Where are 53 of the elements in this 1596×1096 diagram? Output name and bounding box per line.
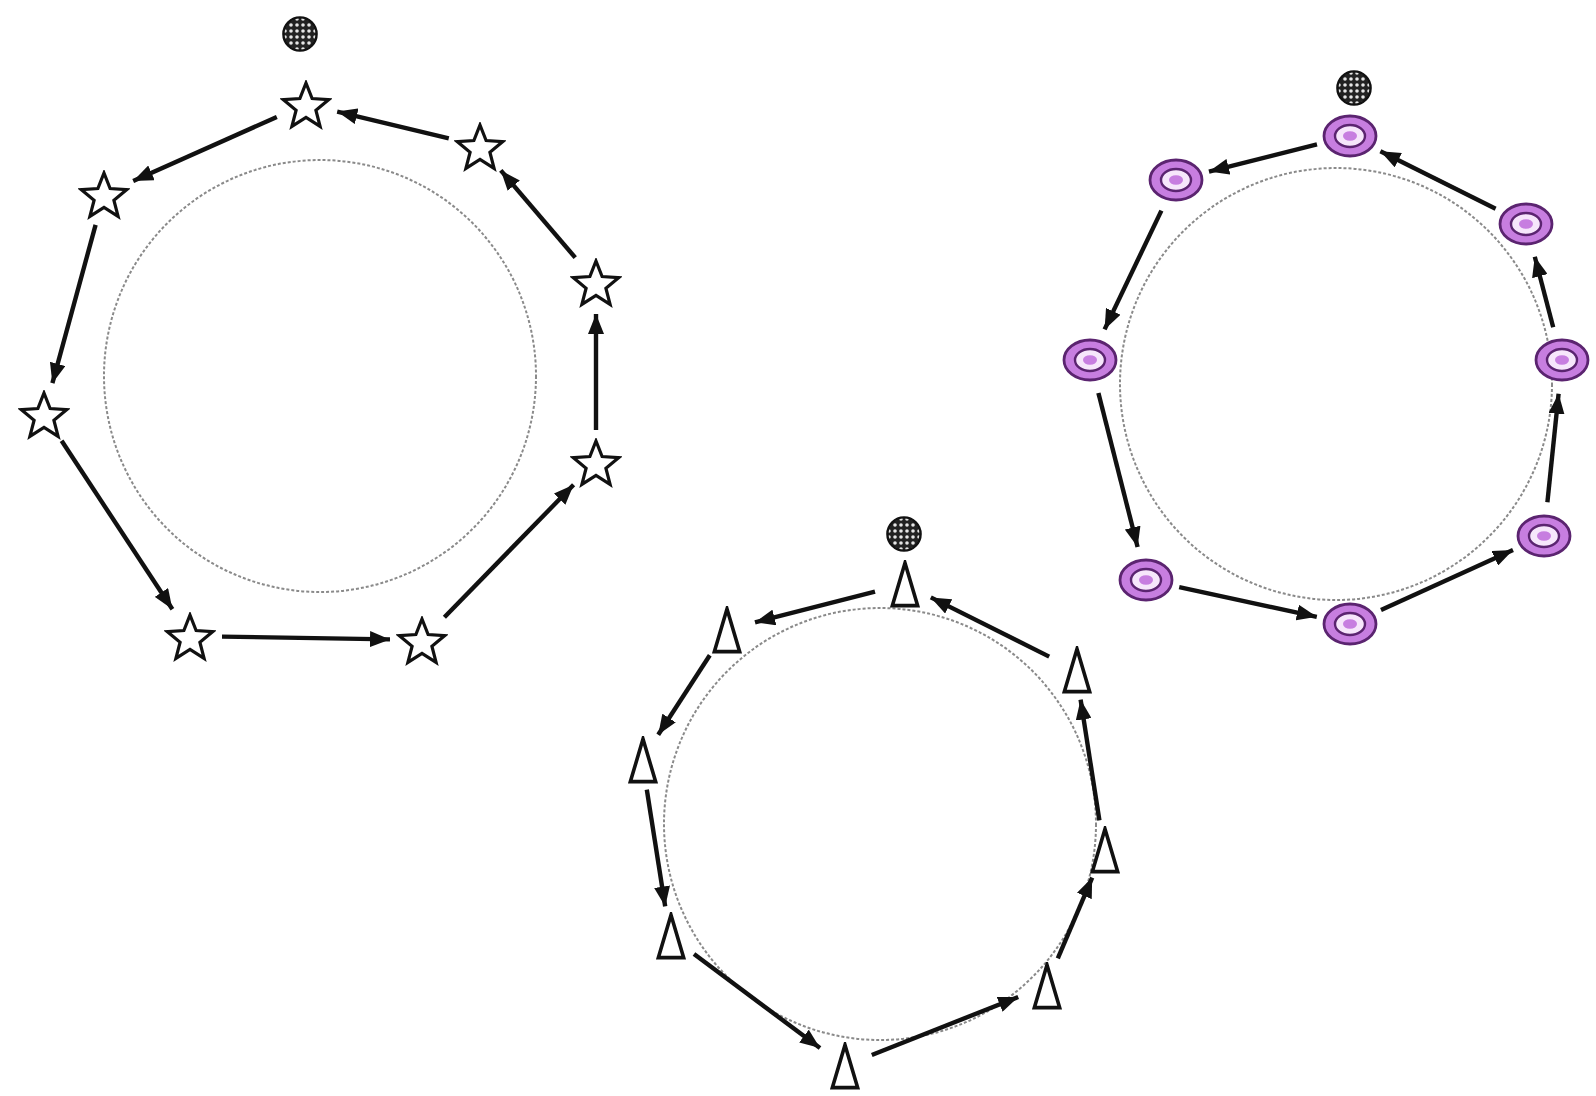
arrow — [754, 589, 876, 626]
arrow — [644, 789, 670, 907]
arrow — [588, 314, 604, 430]
ring-shape — [1322, 114, 1378, 158]
star-shape — [570, 257, 622, 307]
dotted-circle — [102, 158, 538, 594]
arrow — [1178, 585, 1318, 621]
triangle-shape — [655, 912, 685, 960]
star-shape — [18, 389, 70, 439]
checkered-ball — [282, 16, 318, 52]
dotted-circle — [662, 606, 1098, 1042]
triangle-shape — [829, 1042, 859, 1090]
triangle-shape — [711, 606, 741, 654]
dotted-circle — [1118, 166, 1554, 602]
arrow — [1096, 392, 1141, 548]
arrow — [1380, 548, 1514, 612]
ring-shape — [1516, 514, 1572, 558]
triangle-shape — [889, 560, 919, 608]
star-shape — [164, 611, 216, 661]
arrow — [336, 108, 450, 141]
ring-shape — [1322, 602, 1378, 646]
arrow — [442, 483, 576, 619]
triangle-shape — [1061, 646, 1091, 694]
arrow — [692, 952, 822, 1050]
star-shape — [570, 437, 622, 487]
arrow — [871, 994, 1019, 1058]
arrow — [1208, 142, 1318, 175]
checkered-ball — [1336, 70, 1372, 106]
arrow — [59, 439, 175, 611]
arrow — [656, 654, 712, 736]
arrow — [1532, 256, 1556, 328]
arrow — [1075, 699, 1102, 821]
ring-shape — [1534, 338, 1590, 382]
triangle-shape — [1089, 826, 1119, 874]
arrow — [1102, 209, 1164, 331]
triangle-shape — [627, 736, 657, 784]
ring-shape — [1062, 338, 1118, 382]
arrow — [221, 631, 391, 648]
star-shape — [396, 615, 448, 665]
arrow — [1055, 876, 1095, 960]
checkered-ball — [886, 516, 922, 552]
arrow — [1545, 393, 1565, 503]
arrow — [49, 224, 98, 384]
arrow — [929, 595, 1051, 659]
triangle-shape — [1031, 962, 1061, 1010]
star-shape — [280, 79, 332, 129]
star-shape — [78, 169, 130, 219]
ring-shape — [1148, 158, 1204, 202]
arrow — [499, 168, 577, 260]
ring-shape — [1498, 202, 1554, 246]
ring-shape — [1118, 558, 1174, 602]
arrow — [1379, 149, 1497, 211]
star-shape — [454, 121, 506, 171]
